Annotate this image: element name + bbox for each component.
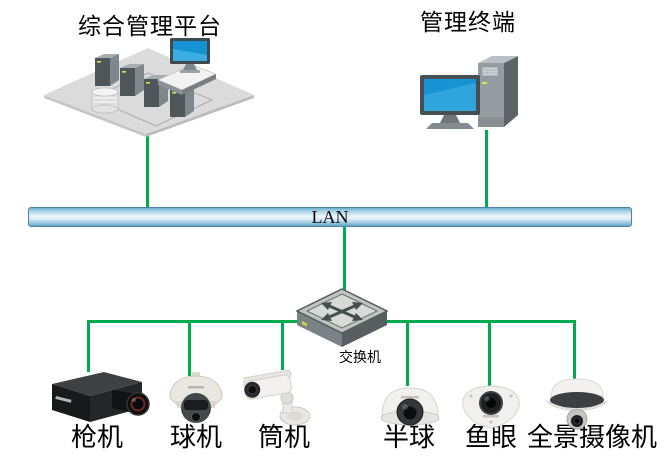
pc-monitor-icon [420, 75, 480, 129]
server-platform-icon [44, 38, 254, 137]
link-bus-bullet [281, 320, 284, 370]
camera-label-bullet: 筒机 [257, 423, 310, 453]
link-bus-ptz-dome [188, 320, 191, 376]
rack-server-icon [156, 64, 218, 95]
link-terminal-lan [485, 130, 488, 207]
box-camera-icon [52, 372, 150, 422]
camera-label-fisheye: 鱼眼 [464, 423, 517, 453]
link-bus-panoramic [573, 320, 576, 380]
ptz-dome-camera-icon [169, 372, 223, 423]
terminal-title: 管理终端 [420, 10, 516, 36]
camera-label-box: 枪机 [70, 423, 123, 453]
lan-label: LAN [311, 206, 349, 227]
lan-bus-bar: LAN [28, 207, 632, 227]
link-bus-box-camera [87, 320, 90, 372]
database-icon [91, 87, 119, 114]
link-platform-lan [146, 131, 149, 207]
platform-title: 综合管理平台 [78, 14, 222, 40]
mini-dome-camera-icon [380, 387, 440, 426]
desktop-computer-icon [420, 56, 518, 129]
switch-icon [296, 288, 388, 347]
server-tower-icon [120, 64, 144, 96]
link-bus-mini-dome [406, 320, 409, 386]
switch-arrows-glyph [321, 302, 363, 321]
bullet-camera-icon [243, 369, 311, 426]
camera-label-mini-dome: 半球 [382, 423, 435, 453]
switch-label: 交换机 [339, 350, 381, 366]
fisheye-camera-icon [462, 385, 520, 428]
server-tower-icon [95, 54, 119, 86]
camera-label-panoramic: 全景摄像机 [526, 423, 657, 453]
link-bus-fisheye [488, 320, 491, 386]
platform-monitor-icon [170, 38, 210, 73]
panoramic-camera-icon [545, 378, 609, 430]
camera-label-ptz-dome: 球机 [169, 423, 222, 453]
pc-tower-icon [478, 56, 518, 127]
link-lan-switch [343, 227, 346, 305]
